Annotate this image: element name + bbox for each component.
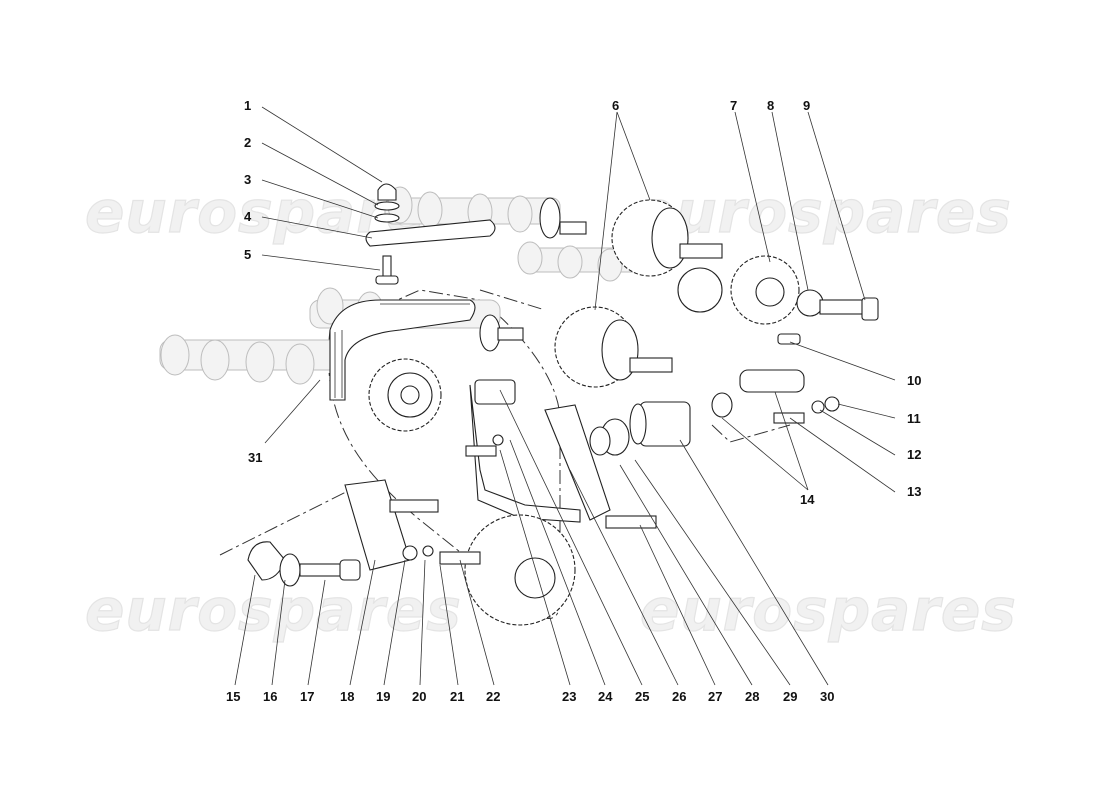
callout-17: 17 xyxy=(300,689,314,704)
sprocket-7 xyxy=(730,255,879,345)
variator-gear-upper xyxy=(611,199,723,313)
chain-tensioner xyxy=(589,369,840,456)
assembly-boundary-left xyxy=(219,289,546,556)
tensioner-plug-assembly xyxy=(247,541,361,587)
callout-14: 14 xyxy=(800,492,815,507)
callout-20: 20 xyxy=(412,689,426,704)
callout-31: 31 xyxy=(248,450,262,465)
timing-chain xyxy=(329,299,476,401)
callout-19: 19 xyxy=(376,689,390,704)
watermark: eurospares xyxy=(635,178,1012,246)
callout-26: 26 xyxy=(672,689,686,704)
chain-path-outline xyxy=(328,289,561,619)
upper-fasteners xyxy=(365,183,496,285)
callout-30: 30 xyxy=(820,689,834,704)
callout-24: 24 xyxy=(598,689,613,704)
callout-22: 22 xyxy=(486,689,500,704)
callout-9: 9 xyxy=(803,98,810,113)
crank-sprocket xyxy=(464,514,576,626)
tensioner-arm xyxy=(465,379,581,523)
callout-28: 28 xyxy=(745,689,759,704)
callout-7: 7 xyxy=(730,98,737,113)
callout-10: 10 xyxy=(907,373,921,388)
callout-27: 27 xyxy=(708,689,722,704)
watermark: eurospares xyxy=(85,576,462,644)
chain-guide-right xyxy=(544,404,657,529)
callout-29: 29 xyxy=(783,689,797,704)
callout-23: 23 xyxy=(562,689,576,704)
callout-6: 6 xyxy=(612,98,619,113)
callout-15: 15 xyxy=(226,689,240,704)
callout-12: 12 xyxy=(907,447,921,462)
assembly-boundary-right xyxy=(711,424,791,443)
variator-gear-lower xyxy=(554,306,673,388)
camshaft-sprocket xyxy=(368,358,442,432)
callout-13: 13 xyxy=(907,484,921,499)
callout-8: 8 xyxy=(767,98,774,113)
callout-5: 5 xyxy=(244,247,251,262)
callout-1: 1 xyxy=(244,98,251,113)
callout-25: 25 xyxy=(635,689,649,704)
callout-21: 21 xyxy=(450,689,464,704)
watermark: eurospares xyxy=(640,576,1017,644)
callout-16: 16 xyxy=(263,689,277,704)
chain-guide-left xyxy=(344,479,481,571)
callout-2: 2 xyxy=(244,135,251,150)
leader-lines xyxy=(234,106,896,686)
callout-3: 3 xyxy=(244,172,251,187)
callout-4: 4 xyxy=(244,209,252,224)
callout-11: 11 xyxy=(907,411,921,426)
callout-18: 18 xyxy=(340,689,354,704)
callout-labels: 1 2 3 4 5 6 7 8 9 10 11 12 13 14 15 16 1… xyxy=(226,98,921,704)
